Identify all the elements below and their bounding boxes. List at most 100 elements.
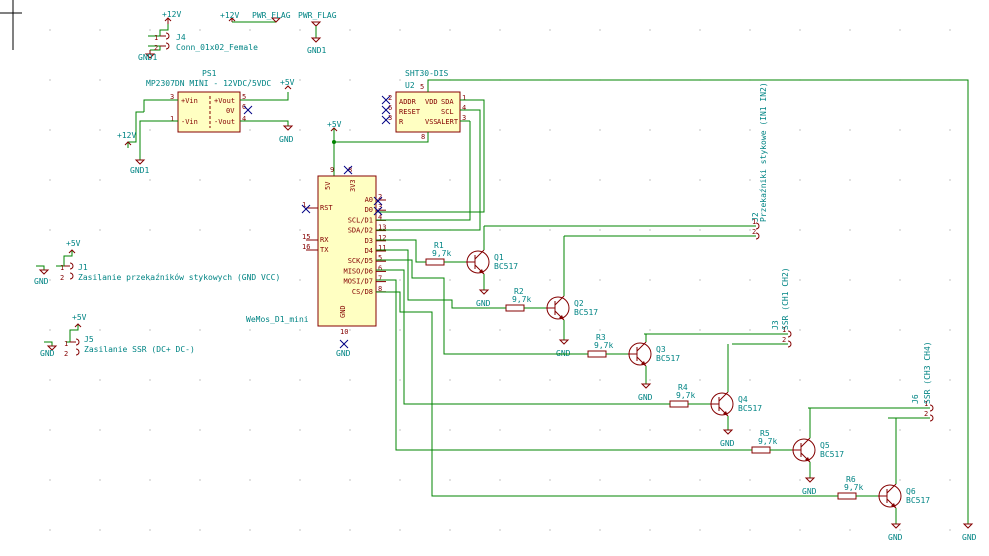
svg-text:15: 15 [302,233,310,241]
j3-connector[interactable]: 12 J3 SSR (CH1 CH2) [644,267,792,348]
svg-text:8: 8 [378,285,382,293]
wemos-pin-sda-d2: SDA/D2 [348,227,373,235]
gnd-symbol-q1: GND [476,289,491,308]
gnd1-symbol-ps1: GND1 [130,159,149,175]
ps1-module[interactable]: PS1 MP2307DN MINI - 12VDC/5VDC +Vin -Vin… [146,69,271,133]
resistor-r1[interactable]: R19,7k [425,241,466,266]
gnd-label: GND [802,487,817,496]
resistor-value: 9,7k [758,437,777,446]
j5-connector[interactable]: 12 J5 Zasilanie SSR (DC+ DC-) [44,324,195,358]
svg-text:4: 4 [462,104,466,112]
wemos-pin-a0: A0 [365,196,373,204]
svg-text:1: 1 [170,115,174,123]
wemos-pin-gnd: GND [339,305,347,318]
j4-ref: J4 [176,33,186,42]
j1-value: Zasilanie przekaźników stykowych (GND VC… [78,272,280,282]
svg-text:2: 2 [782,336,786,344]
ps1-pin-vout-n: -Vout [214,118,235,126]
transistor-value: BC517 [906,496,930,505]
svg-text:1: 1 [924,400,928,408]
j6-ref: J6 [911,394,920,404]
u2-pin-scl: SCL [441,108,454,116]
nc-wemos [301,165,383,349]
resistor-r2[interactable]: R29,7k [505,287,546,312]
p5v-symbol-j1: +5V [66,239,81,254]
svg-text:1: 1 [462,94,466,102]
gnd-label-ps1: GND [279,135,294,144]
transistor-ref: Q4 [738,395,748,404]
gnd-label-j1: GND [34,277,49,286]
nc-u2 [381,95,391,125]
p5v-label-j5: +5V [72,313,87,322]
j4-connector[interactable]: 12 J4 Conn_01x02_Female [148,24,258,52]
gnd-symbol-q5: GND [802,477,817,496]
gnd-symbol-j5: GND [40,345,58,358]
pwr-flag-label-1: PWR_FLAG [252,11,291,20]
j2-ref: J2 [751,212,760,222]
ps1-ref: PS1 [202,69,217,78]
ps1-wires [139,92,289,160]
p12v-label-ps1: +12V [117,131,136,140]
transistor-ref: Q1 [494,253,504,262]
u2-pin-sda: SDA [441,98,454,106]
gnd-label: GND [720,439,735,448]
gnd-label-right: GND [962,533,977,542]
ps1-pin-0v: 0V [226,107,235,115]
svg-text:2: 2 [752,228,756,236]
svg-text:6: 6 [242,103,246,111]
gnd-symbol-right: GND [962,523,977,542]
j2-connector[interactable]: 12 J2 Przekaźniki stykowe (IN1 IN2) [484,82,768,240]
svg-text:8: 8 [348,166,352,174]
gnd1-label-flag: GND1 [307,46,326,55]
wemos-pin-sck-d5: SCK/D5 [348,257,373,265]
u2-sht30[interactable]: SHT30-DIS U2 ADDR RESET R VDD VSS SDA SC… [388,69,466,141]
svg-text:1: 1 [782,326,786,334]
resistor-r4[interactable]: R49,7k [669,383,710,408]
u2-wires [333,79,969,524]
pwr-flag-2: PWR_FLAG GND1 [298,11,337,55]
svg-text:4: 4 [378,213,382,221]
resistor-value: 9,7k [594,341,613,350]
svg-text:13: 13 [378,224,386,232]
transistor-ref: Q2 [574,299,584,308]
transistor-value: BC517 [574,308,598,317]
transistor-value: BC517 [656,354,680,363]
svg-text:12: 12 [378,234,386,242]
nc-ps1-0v [243,105,253,115]
j5-value: Zasilanie SSR (DC+ DC-) [84,345,195,354]
gnd-symbol-q3: GND [638,383,653,402]
u2-pin-vss: VSS [425,118,438,126]
p5v-symbol-ps1: +5V [280,78,295,90]
svg-text:2: 2 [378,193,382,201]
wemos-pin-rst: RST [320,204,333,212]
transistor-value: BC517 [820,450,844,459]
j3-ref: J3 [771,320,780,330]
resistor-r5[interactable]: R59,7k [751,429,792,454]
j1-connector[interactable]: 12 J1 Zasilanie przekaźników stykowych (… [36,250,280,282]
gnd1-label: GND1 [138,53,157,62]
j6-connector[interactable]: 12 J6 SSR (CH3 CH4) [808,341,934,422]
resistor-r6[interactable]: R69,7k [837,475,878,500]
resistor-value: 9,7k [844,483,863,492]
resistor-ref: R4 [678,383,688,392]
j4-value: Conn_01x02_Female [176,43,258,52]
pwr-flag-1: +12V PWR_FLAG [220,11,291,23]
transistor-ref: Q5 [820,441,830,450]
svg-text:16: 16 [302,243,310,251]
gnd-label: GND [476,299,491,308]
gnd-symbol-wemos: GND [336,349,351,358]
resistor-r3[interactable]: R39,7k [587,333,628,358]
